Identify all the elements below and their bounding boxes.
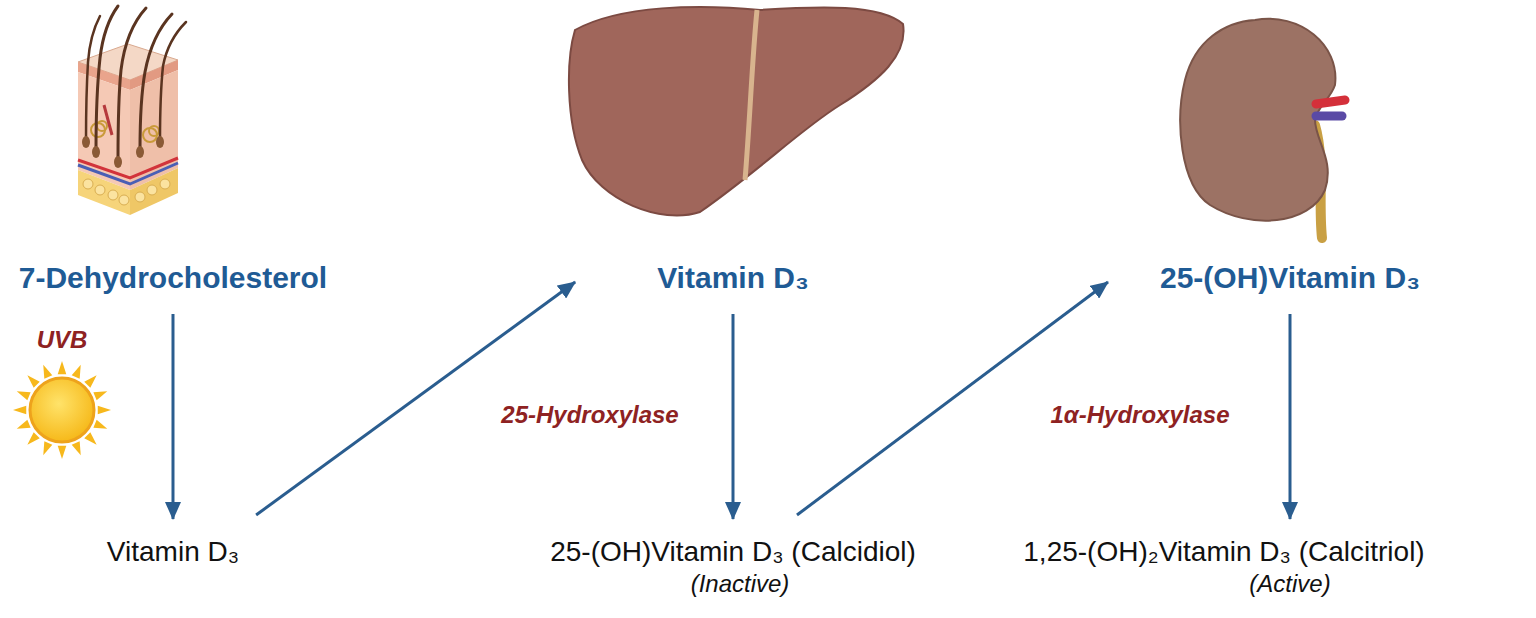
- sun-ray: [43, 441, 52, 455]
- glands: [91, 121, 159, 142]
- compound-name: Vitamin D₃: [107, 535, 239, 569]
- sun-ray: [27, 432, 39, 444]
- arrector-muscle: [104, 105, 112, 135]
- liver-illustration: [569, 7, 904, 216]
- sun-ray: [27, 375, 39, 387]
- enzyme-label: 25-Hydroxylase: [501, 400, 678, 430]
- sun-disc: [30, 378, 94, 442]
- sun-ray: [17, 420, 31, 429]
- product-label: 1,25-(OH)₂Vitamin D₃ (Calcitriol)(Active…: [1023, 535, 1424, 599]
- activity-note: (Active): [1089, 569, 1490, 599]
- sun-rays: [13, 361, 111, 459]
- hairs: [86, 6, 186, 160]
- falciform-ligament: [745, 10, 757, 180]
- sun-ray: [98, 406, 111, 415]
- sun-ray: [58, 446, 67, 459]
- compound-name: 25-(OH)Vitamin D₃: [1160, 260, 1420, 296]
- renal-artery: [1316, 100, 1345, 104]
- sun-ray: [84, 432, 96, 444]
- renal-vein: [1316, 112, 1342, 121]
- product-label: Vitamin D₃: [107, 535, 239, 569]
- flow-arrow: [797, 282, 1108, 515]
- compound-name: 25-(OH)Vitamin D₃ (Calcidiol): [550, 535, 916, 569]
- flow-arrow: [256, 282, 575, 515]
- light-label: UVB: [37, 325, 88, 355]
- sun-ray: [72, 441, 81, 455]
- sun-ray: [84, 375, 96, 387]
- sun-ray: [13, 406, 26, 415]
- flow-arrow: [732, 314, 735, 519]
- sun-ray: [72, 365, 81, 379]
- sun-ray: [43, 365, 52, 379]
- sun-ray: [58, 361, 67, 374]
- compound-name: Vitamin D₃: [657, 260, 809, 296]
- sun-ray: [17, 391, 31, 400]
- liver: [569, 7, 904, 216]
- flow-arrow: [1289, 314, 1292, 519]
- enzyme-label: 1α-Hydroxylase: [1051, 400, 1230, 430]
- kidney: [1180, 19, 1335, 221]
- compound-label: Vitamin D₃: [657, 260, 809, 296]
- skin-illustration: [78, 6, 186, 215]
- flow-arrow: [171, 314, 174, 519]
- compound-label: 25-(OH)Vitamin D₃: [1160, 260, 1420, 296]
- vein: [78, 163, 178, 184]
- sun-ray: [93, 420, 107, 429]
- sun-ray: [93, 391, 107, 400]
- hair-bulbs: [82, 136, 164, 168]
- compound-name: 1,25-(OH)₂Vitamin D₃ (Calcitriol): [1023, 535, 1424, 569]
- compound-label: 7-Dehydrocholesterol: [19, 260, 327, 296]
- activity-note: (Inactive): [557, 569, 923, 599]
- product-label: 25-(OH)Vitamin D₃ (Calcidiol)(Inactive): [550, 535, 916, 599]
- sun-icon: [13, 361, 111, 459]
- compound-name: 7-Dehydrocholesterol: [19, 260, 327, 296]
- kidney-illustration: [1180, 19, 1345, 238]
